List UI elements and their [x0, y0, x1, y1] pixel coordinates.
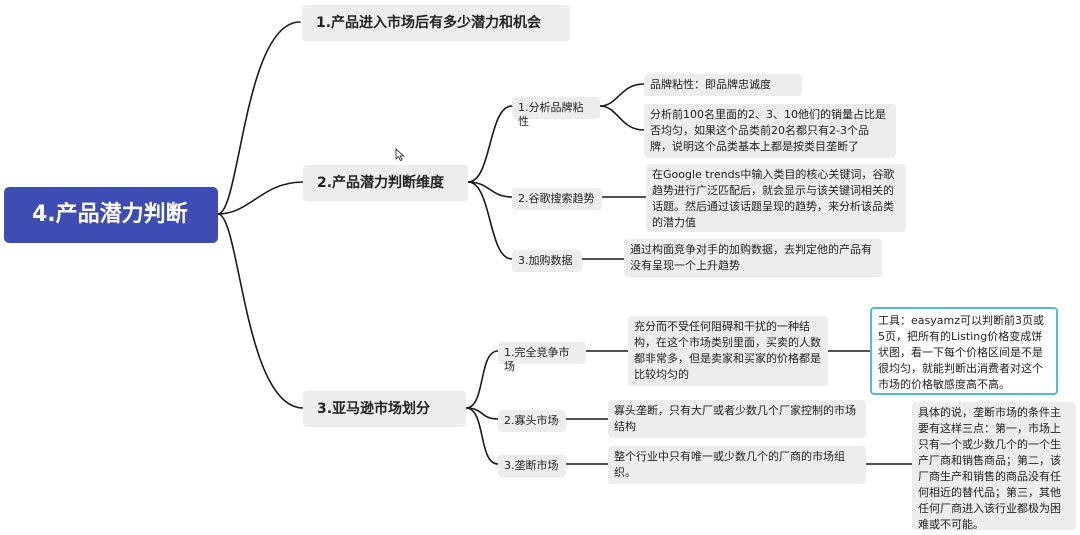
topic-brand-loyalty[interactable]: 1.分析品牌粘性: [512, 97, 600, 128]
note-brand-loyalty-definition[interactable]: 品牌粘性：即品牌忠诚度: [644, 74, 802, 96]
note-perfect-competition[interactable]: 充分而不受任何阻碍和干扰的一种结构，在这个市场类别里面，买卖的人数都非常多，但是…: [628, 316, 828, 386]
note-google-trends[interactable]: 在Google trends中输入类目的核心关键词，谷歌趋势进行广泛匹配后，就会…: [646, 164, 906, 232]
link-root-b1: [217, 21, 301, 215]
topic-oligopoly[interactable]: 2.寡头市场: [498, 410, 566, 432]
note-oligopoly[interactable]: 寡头垄断，只有大厂或者少数几个厂家控制的市场结构: [608, 400, 866, 438]
topic-google-trends[interactable]: 2.谷歌搜索趋势: [512, 188, 602, 210]
link-b2-c3: [467, 181, 513, 260]
link-b3-c1: [465, 350, 499, 409]
topic-add-to-cart-data[interactable]: 3.加购数据: [512, 250, 582, 272]
link-b3-c3: [465, 407, 499, 465]
link-b2-c1: [467, 105, 513, 183]
note-monopoly[interactable]: 整个行业中只有唯一或少数几个的厂商的市场组织。: [608, 446, 866, 484]
topic-monopoly[interactable]: 3.垄断市场: [498, 455, 566, 477]
link-b2c1-n1: [599, 83, 645, 107]
note-monopoly-conditions[interactable]: 具体的说，垄断市场的条件主要有这样三点：第一，市场上只有一个或少数几个的一个生产…: [912, 402, 1076, 531]
topic-perfect-competition[interactable]: 1.完全竞争市场: [498, 342, 586, 373]
root-node[interactable]: 4.产品潜力判断: [4, 187, 218, 243]
branch-potential-dimensions[interactable]: 2.产品潜力判断维度: [303, 165, 468, 201]
branch-amazon-market-division[interactable]: 3.亚马逊市场划分: [303, 391, 466, 427]
branch-market-potential[interactable]: 1.产品进入市场后有多少潜力和机会: [302, 5, 570, 41]
note-easyamz-tool[interactable]: 工具：easyamz可以判断前3页或5页，把所有的Listing价格变成饼状图，…: [870, 307, 1058, 395]
link-b2c1-n2: [599, 105, 645, 131]
link-root-b2: [217, 181, 304, 215]
note-brand-loyalty-analysis[interactable]: 分析前100名里面的2、3、10他们的销量占比是否均匀，如果这个品类前20名都只…: [644, 104, 896, 158]
mouse-cursor-icon: [395, 148, 405, 162]
link-root-b3: [217, 213, 304, 409]
note-add-to-cart[interactable]: 通过构面竞争对手的加购数据，去判定他的产品有没有呈现一个上升趋势: [624, 239, 882, 277]
